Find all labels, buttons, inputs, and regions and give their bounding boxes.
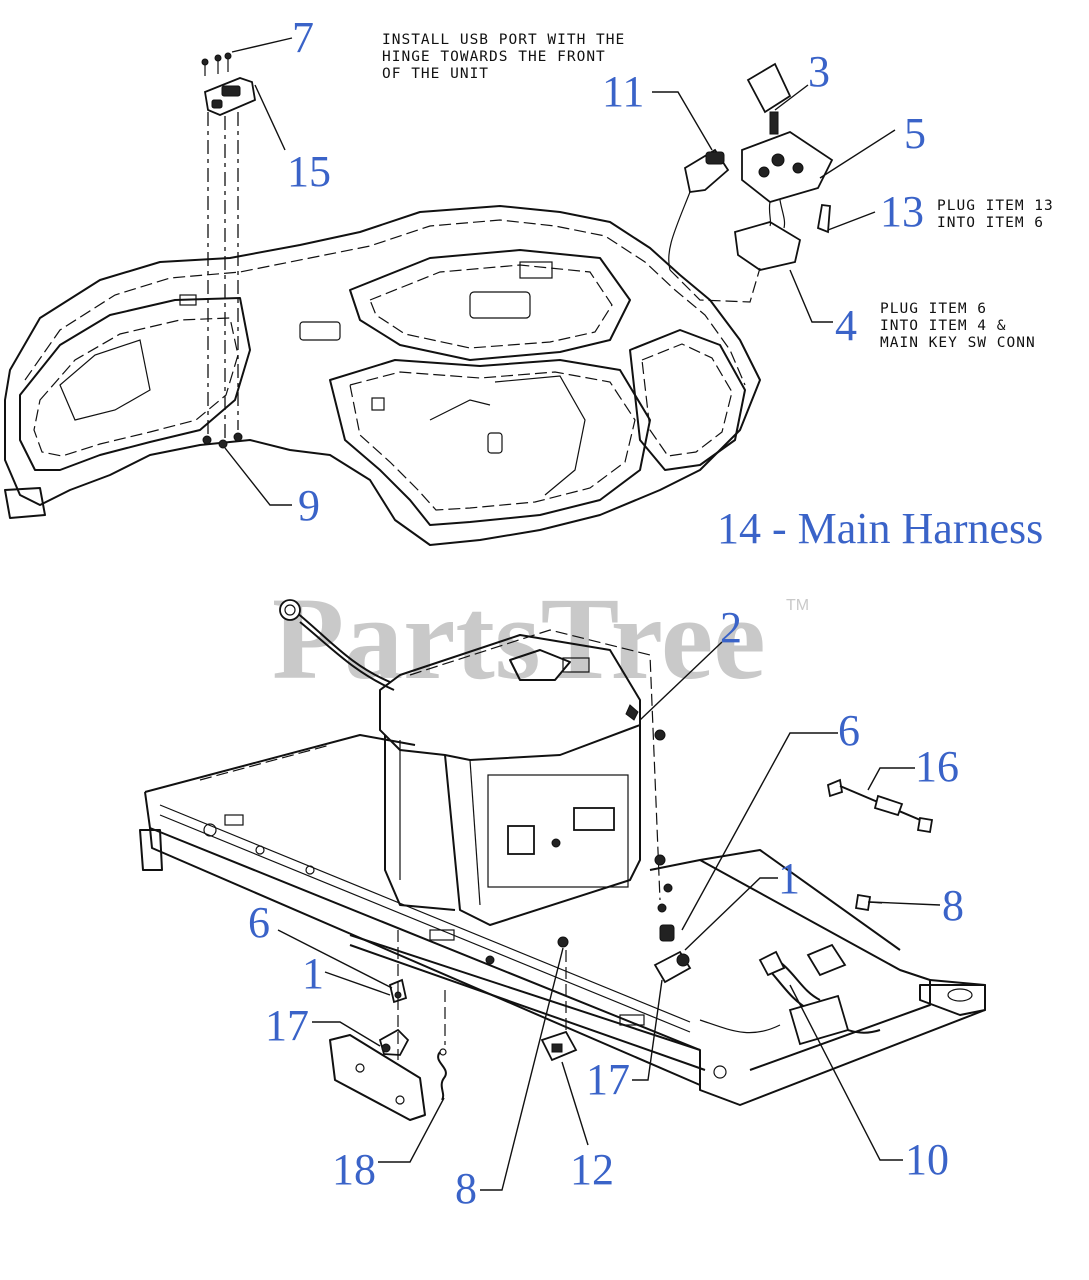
watermark-trademark: TM (786, 597, 809, 614)
note-item4: PLUG ITEM 6 INTO ITEM 4 & MAIN KEY SW CO… (880, 301, 1036, 351)
callout-4: 4 (835, 301, 857, 350)
note-usb-line-2: HINGE TOWARDS THE FRONT (382, 49, 606, 65)
callout-2: 2 (720, 603, 742, 652)
callout-7: 7 (292, 13, 314, 62)
callout-8-right: 8 (942, 881, 964, 930)
callout-9: 9 (298, 481, 320, 530)
tower-drawing (199, 599, 666, 926)
callout-17-left: 17 (265, 1001, 309, 1050)
right-lower-parts-drawing (699, 778, 934, 1046)
note-item4-line-1: PLUG ITEM 6 (880, 301, 987, 317)
callout-13: 13 (880, 187, 924, 236)
note-usb-line-1: INSTALL USB PORT WITH THE (382, 32, 625, 48)
usb-port-drawing (201, 52, 257, 440)
callout-6-left: 6 (248, 898, 270, 947)
callout-12: 12 (570, 1145, 614, 1194)
callout-18: 18 (332, 1145, 376, 1194)
leader-lines (224, 37, 941, 1191)
callout-1-left: 1 (302, 949, 324, 998)
note-item13: PLUG ITEM 13 INTO ITEM 6 (937, 198, 1054, 231)
note-item13-line-1: PLUG ITEM 13 (937, 198, 1054, 214)
dash-panel-drawing (668, 62, 834, 303)
callout-8-bottom: 8 (455, 1164, 477, 1213)
callout-16: 16 (915, 742, 959, 791)
callout-3: 3 (808, 47, 830, 96)
note-item13-line-2: INTO ITEM 6 (937, 215, 1044, 231)
diagram-title: 14 - Main Harness (717, 504, 1043, 553)
fasteners-9-drawing (202, 432, 243, 449)
note-usb-line-3: OF THE UNIT (382, 66, 489, 82)
note-item4-line-3: MAIN KEY SW CONN (880, 335, 1036, 351)
left-lower-parts-drawing (329, 930, 447, 1121)
callouts: 7 15 11 3 5 13 4 9 2 6 16 1 8 6 1 17 17 … (248, 13, 964, 1213)
watermark-text: PartsTree (272, 573, 766, 704)
note-usb: INSTALL USB PORT WITH THE HINGE TOWARDS … (382, 32, 625, 82)
note-item4-line-2: INTO ITEM 4 & (880, 318, 1007, 334)
middle-lower-parts-drawing (485, 883, 692, 1062)
callout-15: 15 (287, 147, 331, 196)
callout-5: 5 (904, 109, 926, 158)
callout-1-right: 1 (778, 854, 800, 903)
callout-10: 10 (905, 1135, 949, 1184)
callout-11: 11 (602, 67, 644, 116)
callout-17-middle: 17 (586, 1055, 630, 1104)
callout-6-upper: 6 (838, 706, 860, 755)
body-shroud-drawing (4, 205, 761, 546)
watermark: PartsTree TM (272, 573, 809, 704)
frame-drawing (139, 734, 986, 1106)
